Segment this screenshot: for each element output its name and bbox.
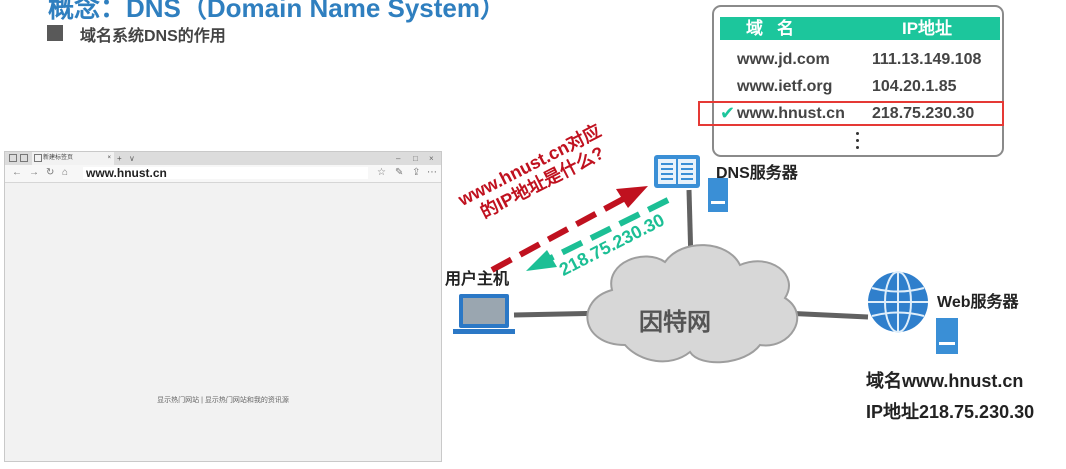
dns-server-icon [654, 155, 700, 188]
table-row-domain: www.jd.com [737, 51, 830, 68]
header-ip: IP地址 [902, 19, 953, 38]
web-domain-label: 域名www.hnust.cn [866, 371, 1024, 391]
reply-arrow [526, 197, 670, 271]
check-icon: ✔ [720, 103, 736, 123]
address-bar[interactable]: www.hnust.cn [83, 167, 368, 179]
tab-list-button[interactable]: ∨ [129, 154, 135, 163]
tab-title: 新建标签页 [43, 155, 74, 161]
more-dot [856, 146, 859, 149]
more-dot [856, 139, 859, 142]
cloud-icon [586, 244, 798, 364]
web-ip-label: IP地址218.75.230.30 [866, 402, 1035, 422]
query-arrow [490, 186, 648, 273]
section-title: 域名系统DNS的作用 [80, 28, 226, 45]
table-row-domain: www.hnust.cn [737, 105, 845, 122]
pen-icon[interactable]: ✎ [395, 167, 404, 178]
dns-mapping-table: 域名 IP地址 www.jd.com 111.13.149.108 www.ie… [712, 5, 1004, 157]
internet-label: 因特网 [639, 309, 711, 336]
tab-new-tab[interactable]: 新建标签页 × [32, 152, 114, 165]
table-row-ip: 111.13.149.108 [872, 51, 982, 68]
header-domain: 域名 [746, 19, 808, 38]
highlight-box [698, 101, 1004, 126]
user-host-label: 用户主机 [445, 271, 510, 288]
page-top-title: 概念：DNS（Domain Name System） [48, 0, 506, 23]
address-text: www.hnust.cn [86, 166, 167, 180]
web-server-box-icon [936, 318, 958, 354]
dns-server-box-icon [708, 178, 728, 212]
browser-content: 显示热门网站 | 显示热门网站和我的资讯源 [5, 183, 441, 461]
home-icon[interactable]: ⌂ [62, 167, 69, 178]
tab-close-button[interactable]: × [107, 155, 111, 161]
refresh-icon[interactable]: ↻ [46, 167, 55, 178]
forward-arrow-icon[interactable]: → [29, 167, 39, 178]
dns-table-header: 域名 IP地址 [720, 17, 1000, 40]
tab-page-icon [34, 154, 42, 162]
share-icon[interactable]: ⇪ [412, 167, 421, 178]
more-icon[interactable]: ⋯ [427, 167, 437, 178]
back-tabs-icon[interactable] [20, 154, 28, 162]
favorites-star-icon[interactable]: ☆ [377, 167, 386, 178]
back-arrow-icon[interactable]: ← [12, 167, 22, 178]
web-server-label: Web服务器 [937, 294, 1019, 311]
browser-tab-strip: 新建标签页 × + ∨ – □ × [5, 152, 441, 165]
globe-icon [868, 271, 928, 333]
tab-actions-icon[interactable] [9, 154, 17, 162]
table-row-ip: 218.75.230.30 [872, 105, 975, 122]
browser-nav-bar: ← → ↻ ⌂ www.hnust.cn ☆ ✎ ⇪ ⋯ [5, 165, 441, 183]
close-window-button[interactable]: × [429, 154, 434, 163]
section-bullet [47, 25, 63, 41]
browser-window: 新建标签页 × + ∨ – □ × ← → ↻ ⌂ www.hnust.cn ☆… [4, 151, 442, 462]
browser-hint-text[interactable]: 显示热门网站 | 显示热门网站和我的资讯源 [157, 397, 289, 404]
table-row-domain: www.ietf.org [737, 78, 833, 95]
maximize-button[interactable]: □ [413, 154, 418, 163]
minimize-button[interactable]: – [396, 154, 401, 163]
table-row-ip: 104.20.1.85 [872, 78, 957, 95]
more-dot [856, 132, 859, 135]
dns-server-label: DNS服务器 [716, 165, 798, 182]
laptop-icon [453, 294, 515, 334]
new-tab-button[interactable]: + [117, 154, 122, 163]
